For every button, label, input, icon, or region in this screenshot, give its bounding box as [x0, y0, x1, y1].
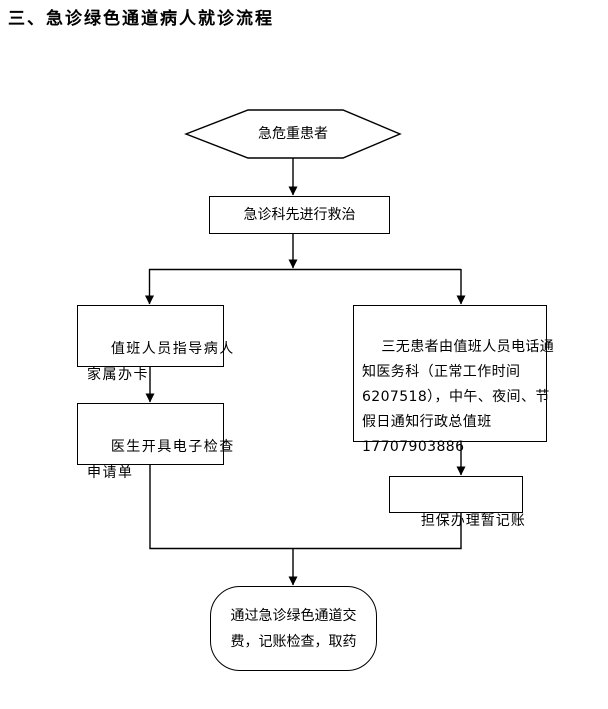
flow-node-notify: 三无患者由值班人员电话通 知医务科（正常工作时间 6207518），中午、夜间、… — [353, 305, 554, 455]
flow-node-start-critical-patient: 急危重患者 — [186, 110, 400, 158]
flow-node-card: 值班人员指导病人 家属办卡 — [77, 305, 233, 383]
flow-node-label: 担保办理暂记账 — [420, 513, 526, 529]
flow-node-label: 通过急诊绿色通道交 费，记账检查，取药 — [230, 607, 357, 650]
flow-node-label: 三无患者由值班人员电话通 知医务科（正常工作时间 6207518），中午、夜间、… — [362, 339, 555, 455]
flow-node-label: 医生开具电子检查 申请单 — [87, 439, 235, 481]
flow-node-label: 急诊科先进行救治 — [243, 207, 356, 223]
flow-node-label: 急危重患者 — [258, 126, 328, 142]
page-title: 三、急诊绿色通道病人就诊流程 — [8, 9, 274, 29]
flow-node-guarantee: 担保办理暂记账 — [389, 476, 525, 529]
start-hexagon-shape — [184, 109, 402, 159]
flow-node-triage: 急诊科先进行救治 — [209, 196, 390, 234]
flow-node-end-green-channel: 通过急诊绿色通道交 费，记账检查，取药 — [210, 586, 377, 671]
flow-node-label: 值班人员指导病人 家属办卡 — [87, 341, 235, 383]
flow-node-order: 医生开具电子检查 申请单 — [77, 403, 233, 481]
